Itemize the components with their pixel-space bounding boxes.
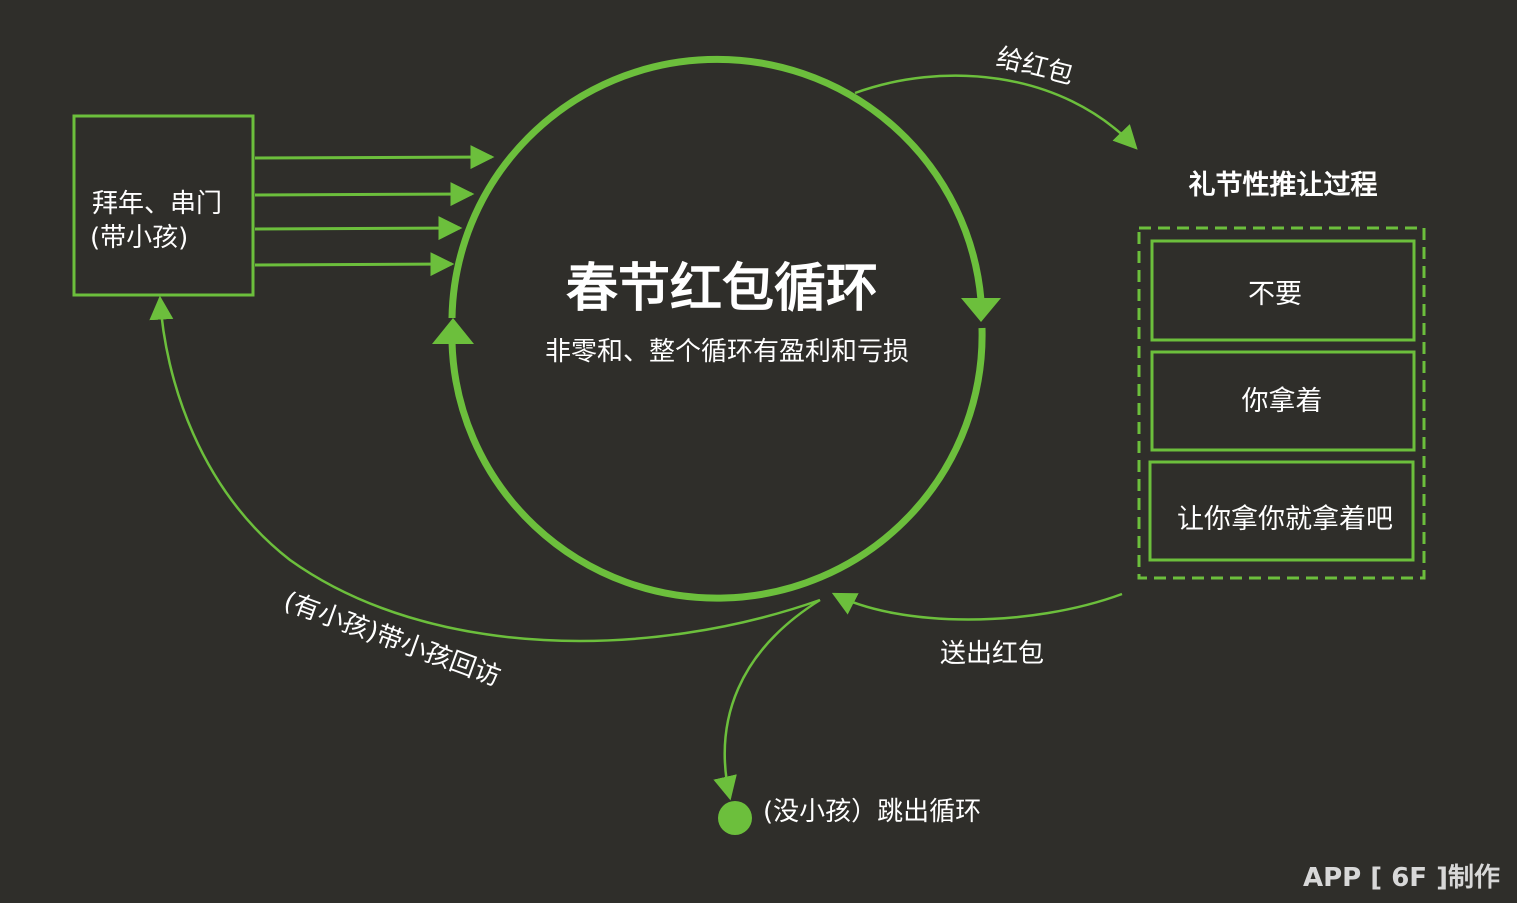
- send-edge: [831, 592, 1123, 621]
- cycle-arrow-down-icon: [961, 298, 1001, 322]
- visit-arrows: [254, 145, 495, 277]
- exit-dot: [718, 801, 752, 835]
- cycle-subtitle: 非零和、整个循环有盈利和亏损: [545, 337, 909, 367]
- cycle-arrow-up-icon: [432, 318, 474, 344]
- process-step-label: 你拿着: [1242, 386, 1323, 417]
- return-visit-edge: [149, 295, 821, 643]
- process-step-label: 不要: [1248, 279, 1302, 310]
- visit-box: [72, 114, 255, 297]
- cycle-title: 春节红包循环: [566, 259, 878, 319]
- exit-label: (没小孩）跳出循环: [763, 797, 981, 827]
- give-edge: [854, 74, 1138, 150]
- process-step-box: [1148, 460, 1415, 562]
- process-dashed-box: [1137, 226, 1426, 580]
- cycle-arc-right: [448, 55, 985, 319]
- send-label: 送出红包: [940, 639, 1044, 669]
- process-step-label: 让你拿你就拿着吧: [1177, 504, 1393, 535]
- visit-box-line2: (带小孩): [90, 223, 188, 253]
- exit-edge: [713, 598, 821, 801]
- process-title: 礼节性推让过程: [1189, 169, 1378, 201]
- process-step-box: [1150, 350, 1416, 452]
- give-label: 给红包: [993, 43, 1076, 91]
- visit-box-line1: 拜年、串门: [92, 189, 222, 219]
- cycle-arc-left: [448, 327, 986, 602]
- watermark: APP [ 6F ]制作: [1303, 863, 1500, 893]
- return-visit-label: (有小孩)带小孩回访: [280, 586, 505, 692]
- process-step-box: [1150, 239, 1416, 342]
